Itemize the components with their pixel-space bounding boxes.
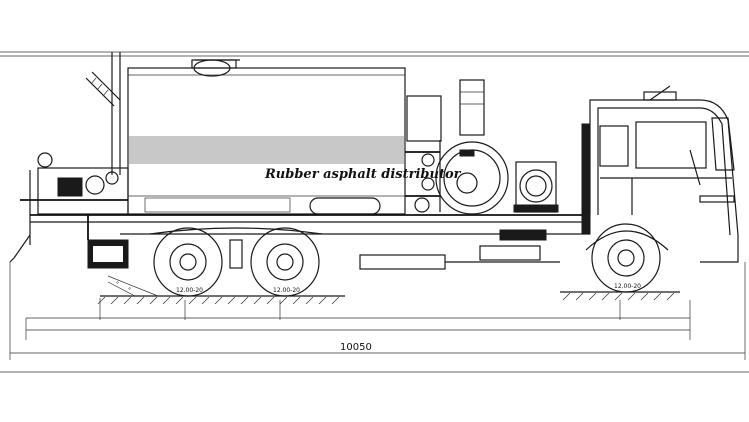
- svg-text:°: °: [128, 287, 131, 294]
- rear-axle-1: [153, 227, 223, 297]
- top-reference-line: [0, 51, 749, 57]
- tire-size-front: 12.00-20: [614, 283, 641, 290]
- departure-angle-mark: ° °: [107, 275, 159, 297]
- heating-drum: [435, 141, 509, 215]
- pipework: [405, 140, 441, 213]
- truck-cab: [581, 85, 739, 263]
- burner-unit: [513, 161, 559, 213]
- wheel-arch: [149, 227, 323, 269]
- svg-text:°: °: [116, 281, 119, 288]
- spray-pump: [87, 215, 129, 269]
- dimension-lines: [9, 262, 746, 360]
- tire-size-rear-1: 12.00-20: [176, 287, 203, 294]
- tire-size-rear-2: 12.00-20: [273, 287, 300, 294]
- rear-axle-2: [250, 227, 320, 297]
- caption: Rubber asphalt distributor: [264, 167, 462, 182]
- asphalt-tank: [127, 67, 406, 215]
- front-wheel: [585, 223, 669, 293]
- manhole-cover: [191, 59, 240, 77]
- overall-length-label: 10050: [340, 342, 372, 353]
- ladder: [85, 71, 121, 107]
- ground-line: [97, 291, 680, 305]
- burner-chimney: [406, 79, 485, 142]
- vent-pipe: [111, 52, 121, 175]
- rear-valve-assembly: [9, 152, 129, 263]
- chassis-frame: [30, 197, 590, 270]
